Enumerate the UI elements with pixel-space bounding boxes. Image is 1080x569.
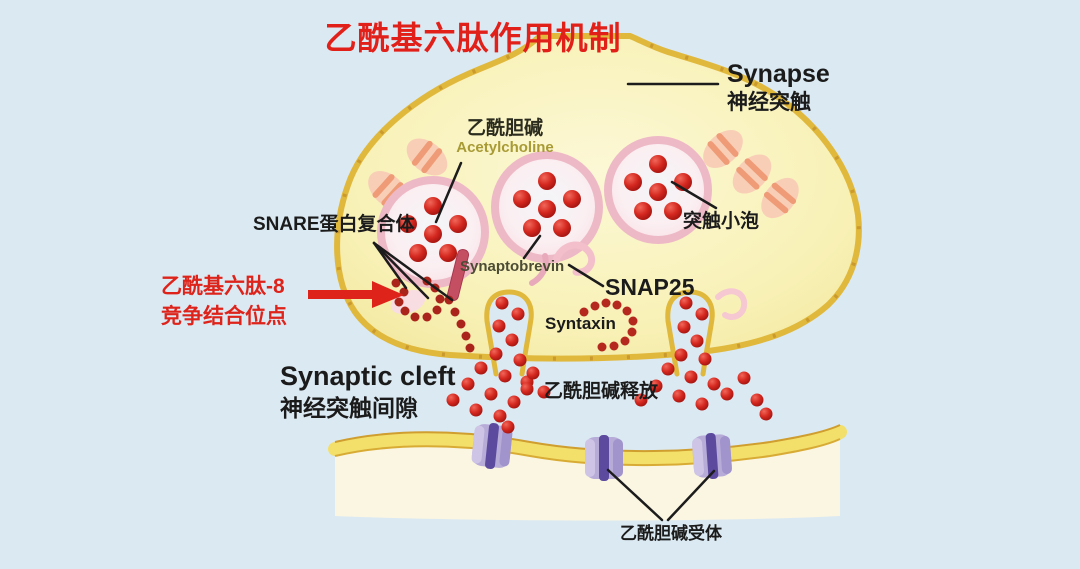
cleft-label-en: Synaptic cleft [280, 361, 456, 391]
synapse-label: Synapse 神经突触 [727, 60, 830, 115]
synaptobrevin-label: Synaptobrevin [460, 258, 565, 275]
cleft-label-zh: 神经突触间隙 [280, 395, 418, 421]
ion-channel-icon [703, 129, 743, 169]
snap25-label: SNAP25 [605, 274, 695, 300]
synapse-label-en: Synapse [727, 60, 830, 88]
snap25-protein [552, 241, 596, 276]
peptide-label-line2: 竞争结合位点 [161, 305, 287, 328]
protein-ribbon [715, 288, 748, 320]
released-ach-dots [446, 296, 773, 434]
acetylcholine-label: 乙酰胆碱 Acetylcholine [440, 118, 570, 156]
synaptic-vesicle-label: 突触小泡 [683, 211, 760, 232]
vesicle-fusion-tail [529, 253, 549, 286]
receptor-pointer-line-1 [606, 468, 664, 522]
acetylcholine-label-zh: 乙酰胆碱 [466, 118, 543, 139]
ach-release-label: 乙酰胆碱释放 [544, 381, 659, 402]
synaptic-vesicle-2 [491, 151, 603, 286]
peptide-binding-label: 乙酰基六肽-8 竞争结合位点 [161, 272, 287, 332]
synaptic-vesicle-3 [604, 136, 712, 244]
ion-channel-icon [732, 154, 772, 194]
syntaxin-label: Syntaxin [545, 314, 616, 333]
red-arrow-icon [308, 281, 404, 308]
ion-channel-icon [761, 177, 799, 219]
synaptobrevin-pointer-line [522, 234, 542, 260]
ach-receptor-1 [471, 422, 513, 470]
snare-pointer-line-1 [372, 241, 408, 290]
snare-complex-label: SNARE蛋白复合体 [253, 214, 415, 235]
diagram-title: 乙酰基六肽作用机制 [324, 20, 622, 56]
receptor-pointer-line-2 [666, 469, 716, 522]
peptide-chain [391, 276, 475, 353]
peptide-label-line1: 乙酰基六肽-8 [161, 275, 285, 298]
synaptic-cleft-label: Synaptic cleft 神经突触间隙 [280, 360, 456, 424]
snap25-pointer-line [567, 263, 605, 288]
ach-receptor-3 [692, 432, 732, 480]
ion-channel-icon [406, 138, 448, 176]
synapse-label-zh: 神经突触 [727, 90, 811, 114]
connector-lines [372, 82, 720, 522]
vesicle-pointer-line [670, 180, 718, 210]
snare-pointer-line-2 [372, 241, 430, 300]
acetylcholine-pointer-line [434, 161, 463, 224]
snare-pointer-line-3 [372, 241, 454, 302]
acetylcholine-label-en: Acetylcholine [456, 138, 554, 156]
ach-receptor-2 [585, 435, 623, 481]
syntaxin-protein [579, 298, 638, 352]
ach-receptor-label: 乙酰胆碱受体 [620, 524, 722, 543]
